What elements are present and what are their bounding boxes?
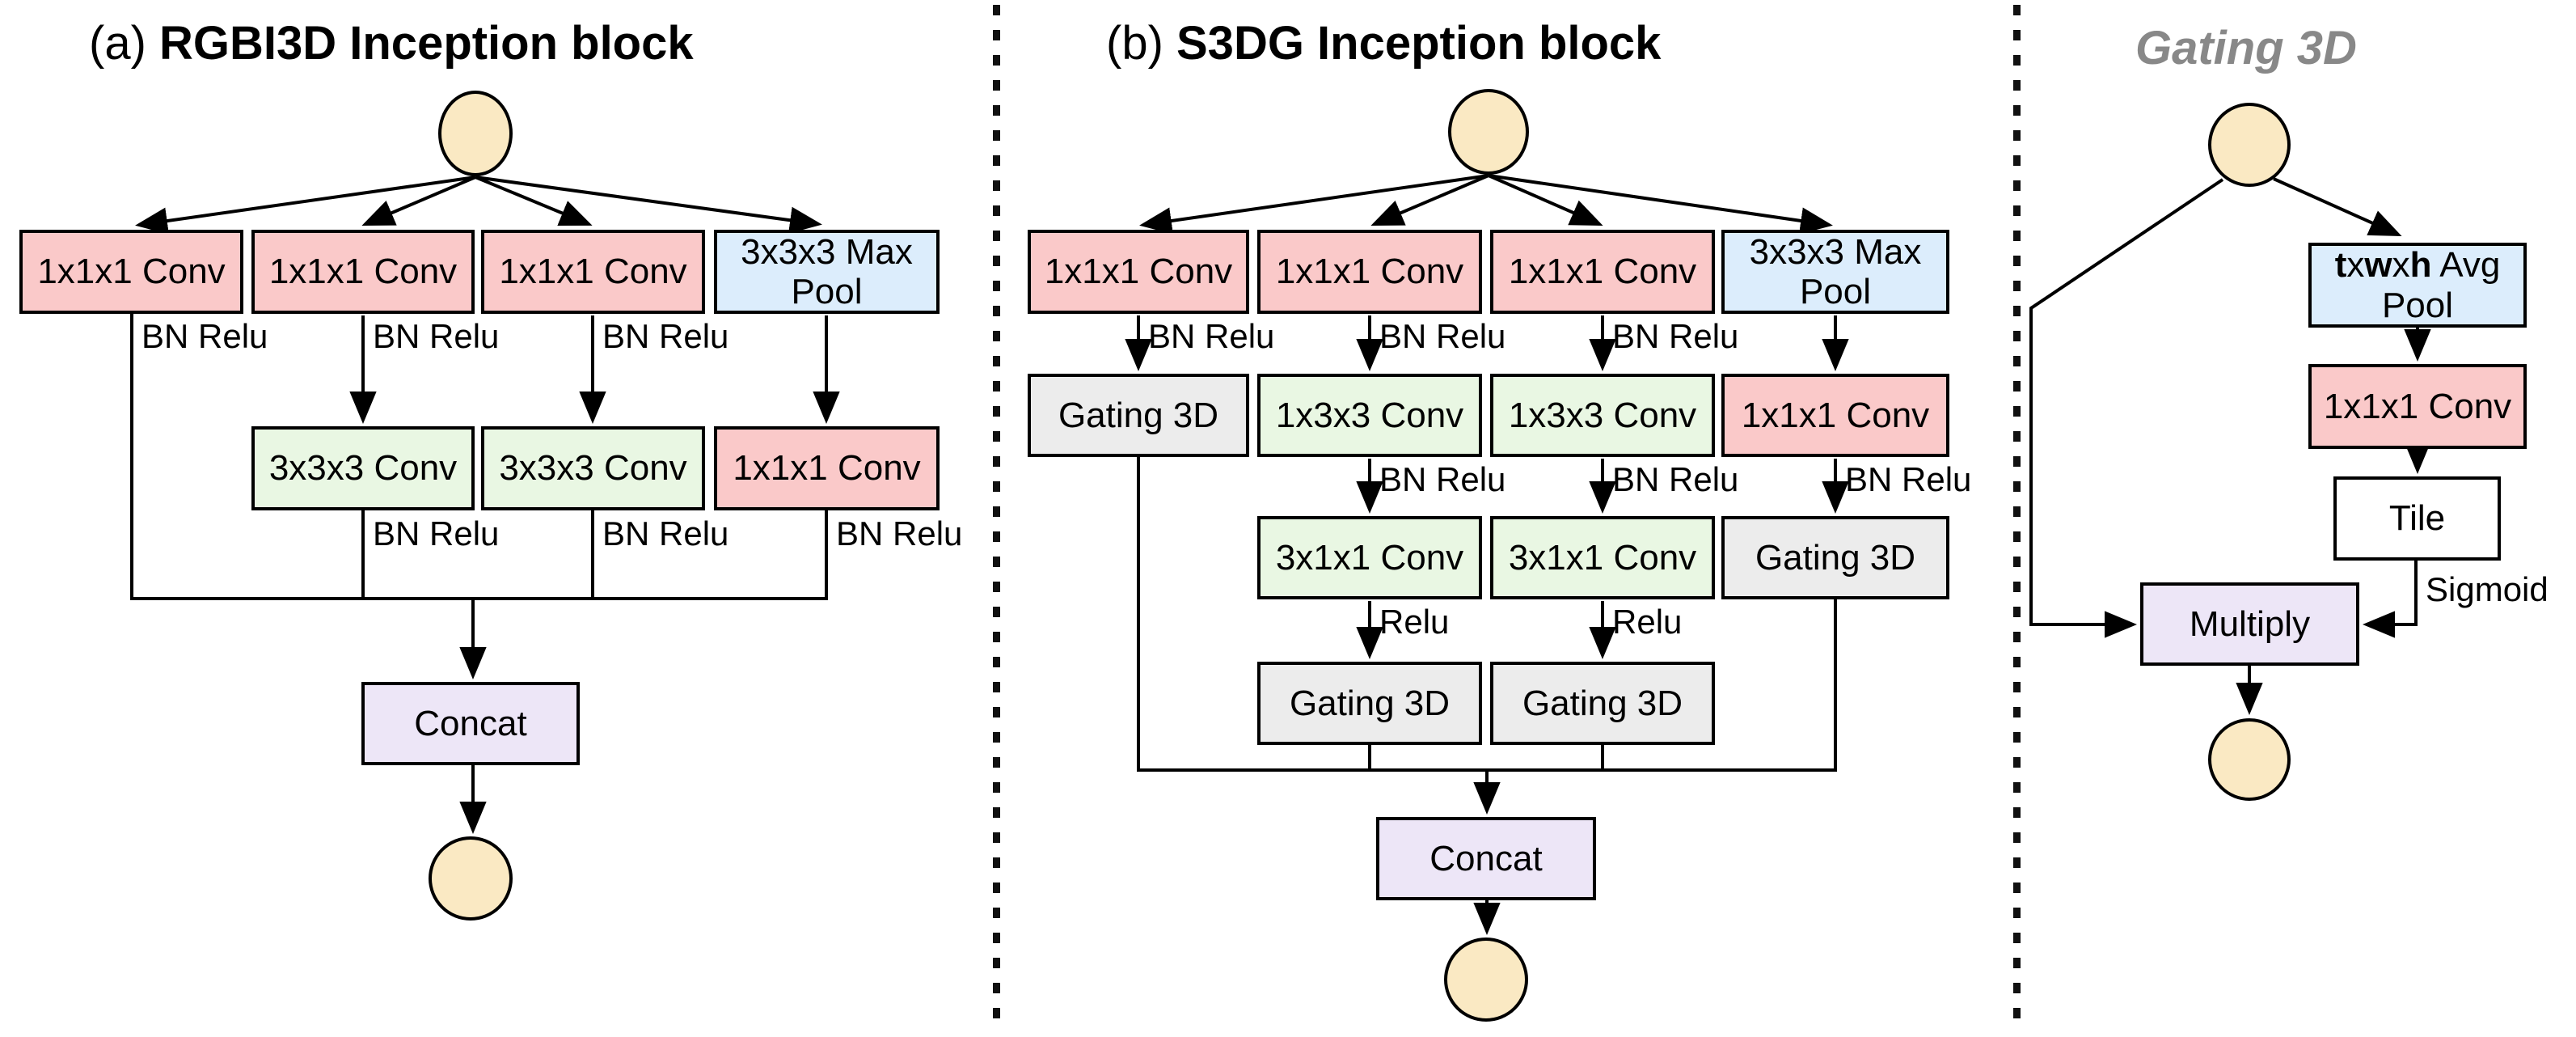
- panel-b-concat: Concat: [1376, 817, 1596, 900]
- panel-a-conv-2: 1x1x1 Conv: [251, 230, 475, 314]
- panel-b-output-node: [1444, 938, 1528, 1022]
- panel-b-bn-label-2: BN Relu: [1379, 317, 1506, 355]
- panel-divider-left: [993, 5, 1000, 1032]
- panel-a-output-node: [429, 836, 513, 921]
- panel-b-title-main: S3DG Inception block: [1176, 17, 1662, 70]
- panel-b-conv-7: 3x1x1 Conv: [1257, 516, 1482, 599]
- panel-b-relu-label-2: Relu: [1612, 603, 1683, 641]
- panel-a-conv-4: 3x3x3 Conv: [251, 426, 475, 510]
- panel-b-gating-3: Gating 3D: [1257, 662, 1482, 745]
- panel-b-gating-4: Gating 3D: [1490, 662, 1715, 745]
- panel-b-conv-8: 3x1x1 Conv: [1490, 516, 1715, 599]
- panel-b-conv-5: 1x3x3 Conv: [1490, 374, 1715, 457]
- panel-b-gating-2: Gating 3D: [1721, 516, 1949, 599]
- panel-b-conv-1: 1x1x1 Conv: [1028, 230, 1249, 314]
- panel-a-bn-label-2: BN Relu: [373, 317, 500, 355]
- gating-avgpool-line2: Pool: [2381, 285, 2454, 325]
- panel-divider-right: [2013, 5, 2021, 1032]
- panel-b-bn-label-4: BN Relu: [1379, 460, 1506, 498]
- panel-b-bn-label-5: BN Relu: [1612, 460, 1739, 498]
- panel-a-bn-label-4: BN Relu: [373, 514, 500, 552]
- gating-sigmoid-label: Sigmoid: [2426, 570, 2549, 608]
- panel-a-bn-label-6: BN Relu: [836, 514, 963, 552]
- panel-b-title-prefix: (b): [1106, 17, 1176, 70]
- gating-tile: Tile: [2333, 476, 2501, 561]
- gating-avgpool-line1: txwxh Avg: [2334, 245, 2501, 286]
- panel-b-gating-1: Gating 3D: [1028, 374, 1249, 457]
- gating-avgpool: txwxh Avg Pool: [2308, 243, 2527, 328]
- gating-panel-title: Gating 3D: [2135, 22, 2357, 74]
- panel-a-conv-3: 1x1x1 Conv: [481, 230, 705, 314]
- panel-a-concat: Concat: [361, 682, 580, 765]
- panel-a-title-prefix: (a): [89, 17, 159, 70]
- panel-b-relu-label-1: Relu: [1379, 603, 1450, 641]
- panel-b-bn-label-1: BN Relu: [1148, 317, 1275, 355]
- panel-b-conv-3: 1x1x1 Conv: [1490, 230, 1715, 314]
- gating-output-node: [2208, 718, 2291, 801]
- gating-input-node: [2208, 103, 2291, 187]
- panel-a-title: (a) RGBI3D Inception block: [89, 16, 694, 70]
- panel-b-conv-2: 1x1x1 Conv: [1257, 230, 1482, 314]
- panel-b-conv-6: 1x1x1 Conv: [1721, 374, 1949, 457]
- panel-a-conv-1: 1x1x1 Conv: [19, 230, 243, 314]
- panel-b-input-node: [1448, 89, 1529, 175]
- panel-a-input-node: [438, 91, 513, 176]
- gating-conv: 1x1x1 Conv: [2308, 364, 2527, 449]
- panel-b-maxpool: 3x3x3 Max Pool: [1721, 230, 1949, 314]
- panel-a-conv-6: 1x1x1 Conv: [714, 426, 940, 510]
- gating-multiply: Multiply: [2140, 582, 2359, 666]
- panel-a-title-main: RGBI3D Inception block: [159, 17, 694, 70]
- panel-a-bn-label-3: BN Relu: [602, 317, 729, 355]
- panel-a-conv-5: 3x3x3 Conv: [481, 426, 705, 510]
- panel-a-maxpool: 3x3x3 Max Pool: [714, 230, 940, 314]
- panel-a-bn-label-1: BN Relu: [141, 317, 268, 355]
- panel-b-title: (b) S3DG Inception block: [1106, 16, 1661, 70]
- panel-b-conv-4: 1x3x3 Conv: [1257, 374, 1482, 457]
- panel-b-bn-label-6: BN Relu: [1845, 460, 1972, 498]
- panel-b-bn-label-3: BN Relu: [1612, 317, 1739, 355]
- panel-a-bn-label-5: BN Relu: [602, 514, 729, 552]
